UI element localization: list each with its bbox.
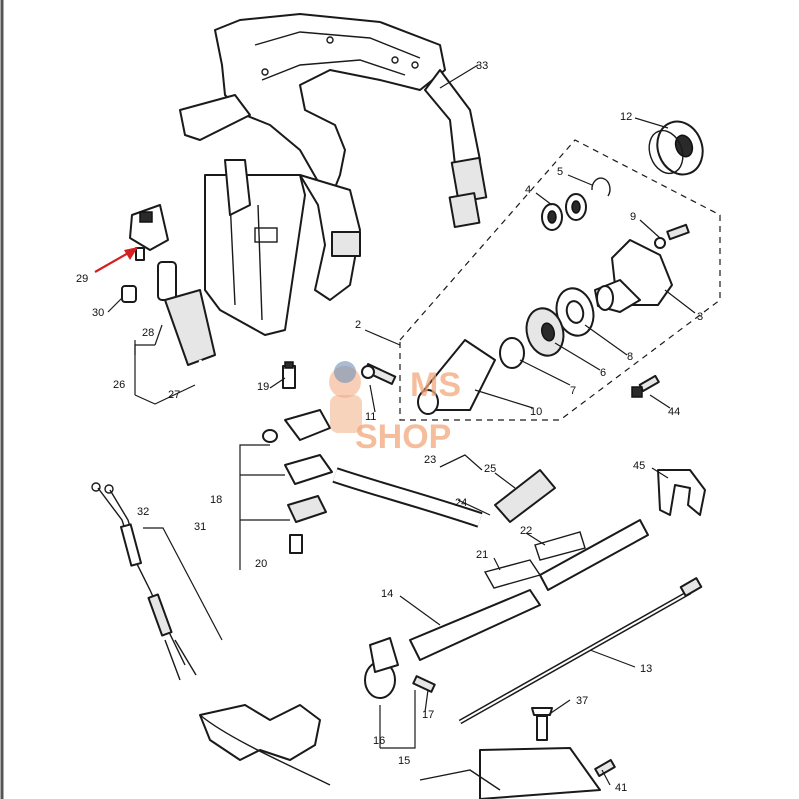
watermark-line2: SHOP	[355, 418, 451, 456]
callout-12: 12	[620, 111, 632, 123]
callout-4: 4	[525, 184, 531, 196]
callout-7: 7	[570, 385, 576, 397]
callout-14: 14	[381, 588, 393, 600]
plate-part-8	[555, 287, 595, 337]
callout-45: 45	[633, 460, 645, 472]
shaft-upper	[539, 519, 649, 591]
clutch-part-6	[525, 307, 565, 357]
callout-17: 17	[422, 709, 434, 721]
callout-16: 16	[373, 735, 385, 747]
bushing-part-7	[499, 337, 525, 369]
sleeve-part-22	[534, 531, 586, 561]
callout-10: 10	[530, 406, 542, 418]
callout-24: 24	[455, 497, 467, 509]
screw-part-9	[654, 223, 690, 249]
callout-33: 33	[476, 60, 488, 72]
callout-11: 11	[365, 411, 376, 423]
sleeve-part-21	[483, 559, 542, 589]
callout-6: 6	[600, 367, 606, 379]
callout-31: 31	[194, 521, 206, 533]
grip-part-25	[494, 469, 556, 523]
circlip-part-5	[591, 177, 611, 197]
callout-20: 20	[255, 558, 267, 570]
cone-mouth	[417, 389, 439, 415]
harness-part-33	[179, 13, 488, 336]
grip-part-28	[164, 289, 216, 366]
callout-26: 26	[113, 379, 125, 391]
callout-labels: 33 12 5 4 9 2 3 8 6 7 10 44 11 19 29 30 …	[76, 60, 703, 794]
bolt-19	[282, 365, 296, 389]
bolt-part-17	[412, 675, 436, 693]
clutch-drum-part-12	[648, 120, 704, 176]
clamp-part-16	[364, 637, 399, 699]
callout-44: 44	[668, 406, 680, 418]
watermark-logo: MS SHOP	[329, 361, 461, 456]
callout-8: 8	[627, 351, 633, 363]
leader-lines	[107, 64, 696, 786]
wire-harness-part-31	[91, 482, 197, 681]
callout-27: 27	[168, 389, 180, 401]
callout-32: 32	[137, 506, 149, 518]
cap-part-30	[121, 285, 137, 303]
gearhead-assembly	[199, 704, 321, 761]
drive-shaft-part-13	[458, 577, 703, 725]
cable-part-27	[199, 359, 269, 436]
bracket-part-45	[657, 469, 706, 516]
callout-18: 18	[210, 494, 222, 506]
callout-13: 13	[640, 663, 652, 675]
bolt-part-11	[361, 363, 397, 385]
clamp-assembly-part-18	[282, 361, 333, 554]
guard-plate	[479, 747, 601, 799]
callout-21: 21	[476, 549, 488, 561]
callout-30: 30	[92, 307, 104, 319]
throttle-tube	[157, 261, 177, 301]
bolt-part-44	[631, 374, 660, 398]
callout-37: 37	[576, 695, 588, 707]
callout-22: 22	[520, 525, 532, 537]
gear-housing-part-3	[594, 239, 673, 313]
clamp-upper	[284, 409, 331, 441]
bolt-part-41	[594, 759, 616, 777]
shaft-part-14	[409, 589, 541, 661]
callout-25: 25	[484, 463, 496, 475]
clamp-middle	[284, 454, 333, 485]
callout-5: 5	[557, 166, 563, 178]
highlight-arrow	[94, 247, 138, 273]
callout-3: 3	[697, 311, 703, 323]
switch-part-29	[129, 204, 169, 261]
callout-29: 29	[76, 273, 88, 285]
callout-23: 23	[424, 454, 436, 466]
callout-2: 2	[355, 319, 361, 331]
callout-9: 9	[630, 211, 636, 223]
callout-41: 41	[615, 782, 627, 794]
bolt-part-37	[531, 707, 553, 741]
callout-28: 28	[142, 327, 154, 339]
bearings-part-4	[541, 193, 587, 231]
clamp-lower	[287, 495, 327, 523]
bolt-20	[289, 534, 303, 554]
watermark-line1: MS	[410, 366, 461, 404]
callout-19: 19	[257, 381, 269, 393]
callout-15: 15	[398, 755, 410, 767]
assembly-outline-2	[399, 139, 721, 421]
